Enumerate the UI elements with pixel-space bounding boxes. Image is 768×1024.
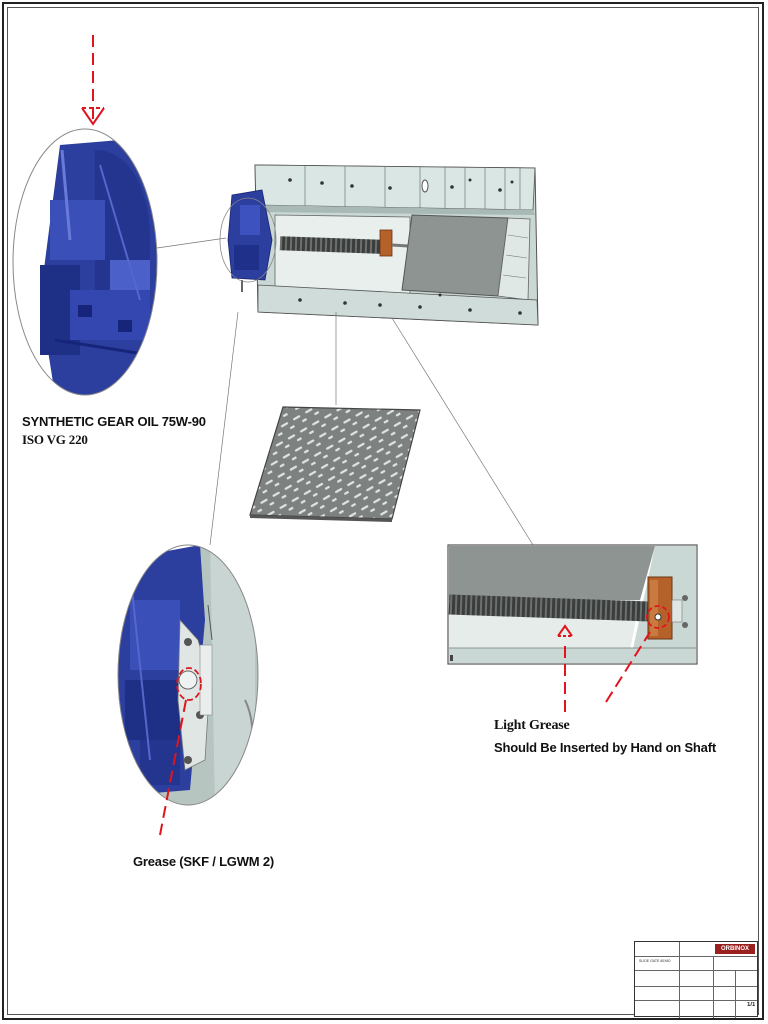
leader-screw [391, 317, 534, 546]
shaft-grease-marker [646, 605, 670, 629]
leader-gearbox [156, 237, 227, 249]
light-grease-arrows [557, 624, 651, 712]
light-grease-instruction: Should Be Inserted by Hand on Shaft [494, 740, 716, 755]
brand-logo: ORBINOX [715, 944, 755, 954]
screw-detail-box [447, 544, 698, 665]
gear-oil-label-line1: SYNTHETIC GEAR OIL 75W-90 [22, 414, 206, 429]
title-block: ORBINOX SLIDE GATE 60X60 1/1 [634, 941, 758, 1018]
grease-point-marker [176, 667, 202, 701]
gearbox-detail-circle [12, 128, 158, 396]
drawing-inner-border [7, 7, 759, 1015]
gear-oil-label-line2: ISO VG 220 [22, 432, 88, 447]
sheet-number: 1/1 [747, 1002, 756, 1008]
gate-plate [249, 406, 421, 522]
bearing-detail-circle [117, 544, 259, 836]
drawing-title: SLIDE GATE 60X60 [639, 959, 671, 963]
leader-bearing [209, 311, 239, 546]
gear-oil-arrow [81, 35, 105, 126]
grease-bearing-arrow [159, 699, 187, 836]
slide-gate-assembly [219, 164, 539, 326]
grease-bearing-label: Grease (SKF / LGWM 2) [133, 854, 274, 869]
light-grease-title: Light Grease [494, 718, 570, 733]
